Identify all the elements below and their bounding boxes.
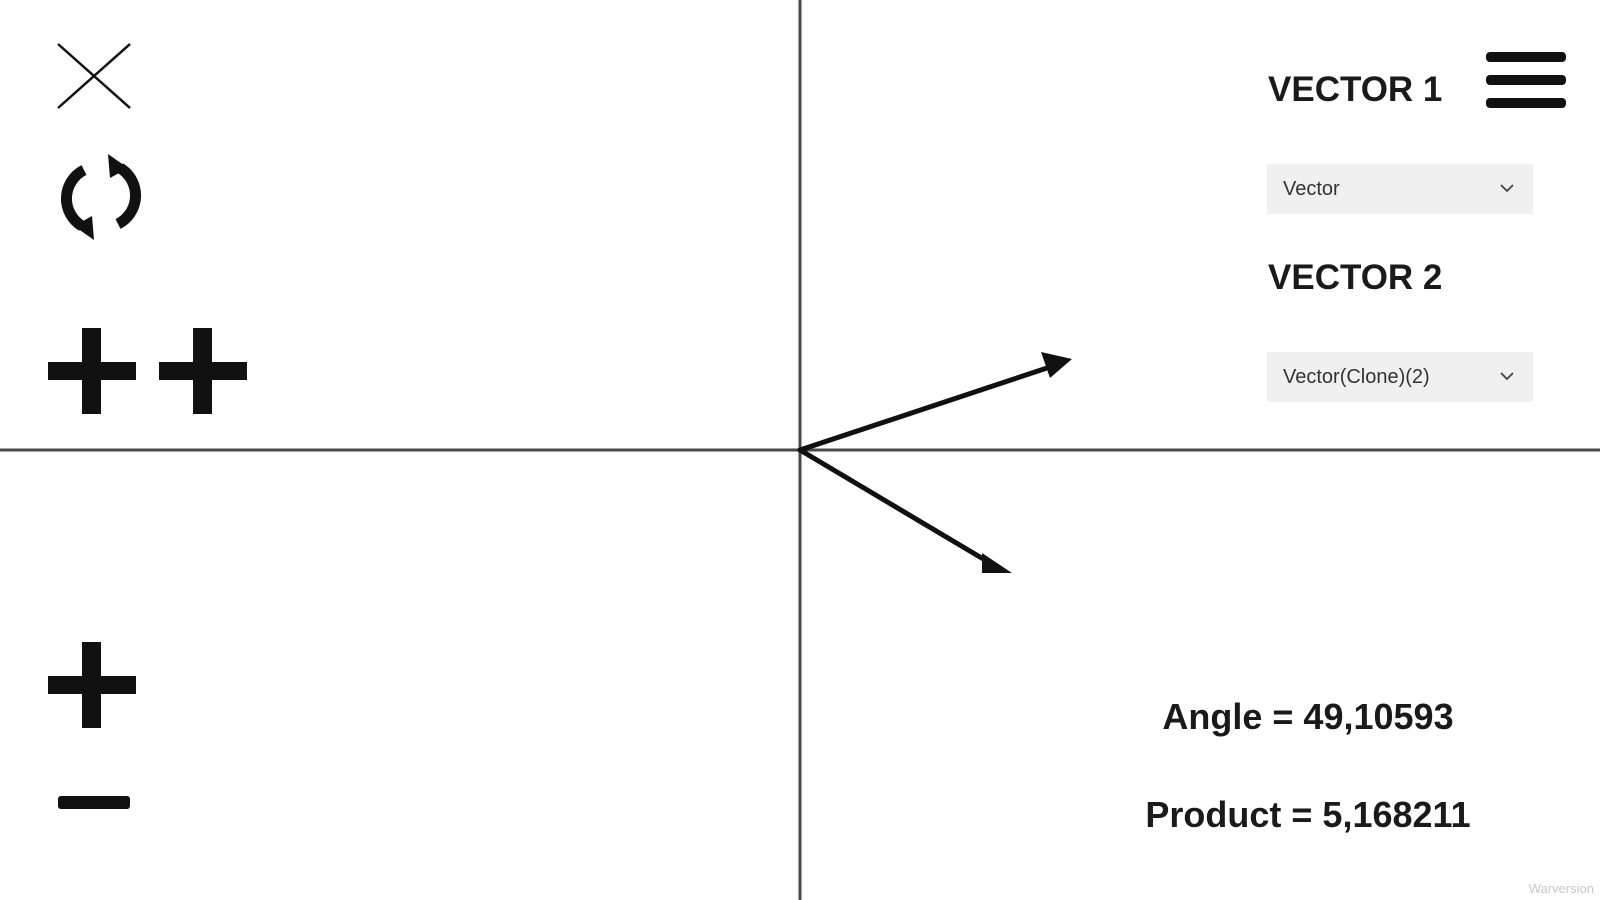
close-button[interactable]: [56, 42, 132, 110]
product-readout: Product = 5,168211: [1145, 794, 1471, 835]
minus-icon: [58, 796, 130, 809]
chevron-down-icon: [1500, 372, 1514, 381]
add-vector-button[interactable]: [48, 328, 248, 414]
reset-button[interactable]: [58, 154, 144, 240]
vector-1-heading: VECTOR 1: [1268, 70, 1443, 109]
vector-1-dropdown[interactable]: Vector: [1267, 164, 1533, 214]
vector-1-selected-value: Vector: [1283, 177, 1340, 200]
plus-icon: [48, 642, 136, 728]
vector-2-dropdown[interactable]: Vector(Clone)(2): [1267, 352, 1533, 402]
close-icon: [57, 43, 131, 109]
hamburger-menu-icon: [1486, 52, 1566, 108]
refresh-icon: [60, 154, 142, 240]
vector-2-selected-value: Vector(Clone)(2): [1283, 365, 1430, 388]
chevron-down-icon: [1500, 184, 1514, 193]
vector-2-heading: VECTOR 2: [1268, 258, 1443, 297]
zoom-in-button[interactable]: [48, 642, 136, 728]
angle-readout: Angle = 49,10593: [1162, 696, 1454, 737]
watermark: Warversion: [1528, 881, 1594, 896]
vector-1-arrow[interactable]: [797, 352, 1072, 453]
menu-button[interactable]: [1486, 52, 1566, 108]
vector-2-arrow[interactable]: [797, 447, 1012, 573]
zoom-out-button[interactable]: [58, 796, 130, 810]
double-plus-icon: [48, 328, 247, 414]
